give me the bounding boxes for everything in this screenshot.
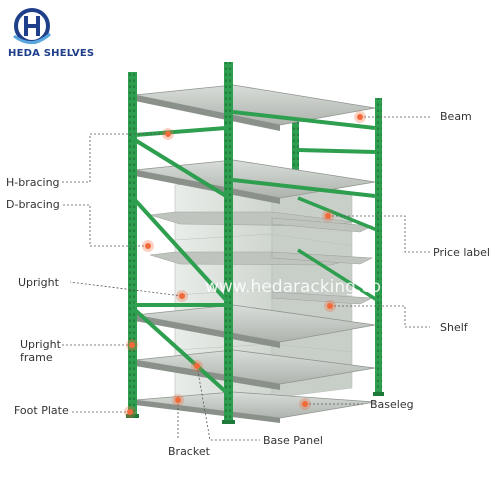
- label-foot-plate: Foot Plate: [14, 404, 69, 417]
- heda-logo-icon: [13, 8, 51, 44]
- label-shelf: Shelf: [440, 321, 468, 334]
- label-base-panel: Base Panel: [263, 434, 323, 447]
- label-beam: Beam: [440, 110, 472, 123]
- label-upright-frame: Upright frame: [20, 338, 61, 364]
- marker-upright-dot: [176, 290, 188, 302]
- marker-d-bracing-dot: [142, 240, 154, 252]
- label-bracket: Bracket: [168, 445, 210, 458]
- callout-markers: [124, 111, 366, 418]
- marker-h-bracing-dot: [162, 128, 174, 140]
- label-d-bracing: D-bracing: [6, 198, 60, 211]
- brand-name: HEDA SHELVES: [8, 48, 95, 59]
- marker-baseleg-dot: [299, 398, 311, 410]
- watermark: www.hedaracking.com: [205, 277, 398, 297]
- upright-frame-bracing: [133, 126, 228, 394]
- label-h-bracing: H-bracing: [6, 176, 60, 189]
- right-frame-bracing: [297, 196, 378, 302]
- marker-bracket-dot: [191, 360, 203, 372]
- label-upright: Upright: [18, 276, 59, 289]
- foot-plates: [126, 392, 384, 424]
- brand-logo: HEDA SHELVES: [4, 6, 124, 62]
- marker-foot-plate-dot: [124, 406, 136, 418]
- rear-upright-right: [375, 98, 382, 393]
- front-upright-right: [224, 62, 233, 424]
- marker-upright-frame-dot: [126, 339, 138, 351]
- callout-lines: [62, 116, 430, 441]
- marker-base-panel-dot: [172, 394, 184, 406]
- marker-price-label-dot: [322, 210, 334, 222]
- gondola-shelves: [149, 211, 374, 305]
- marker-shelf-dot: [324, 300, 336, 312]
- front-beams: [232, 110, 376, 198]
- marker-beam-dot: [354, 111, 366, 123]
- label-baseleg: Baseleg: [370, 398, 414, 411]
- label-price-label: Price label: [433, 246, 490, 259]
- front-upright-left: [128, 72, 137, 417]
